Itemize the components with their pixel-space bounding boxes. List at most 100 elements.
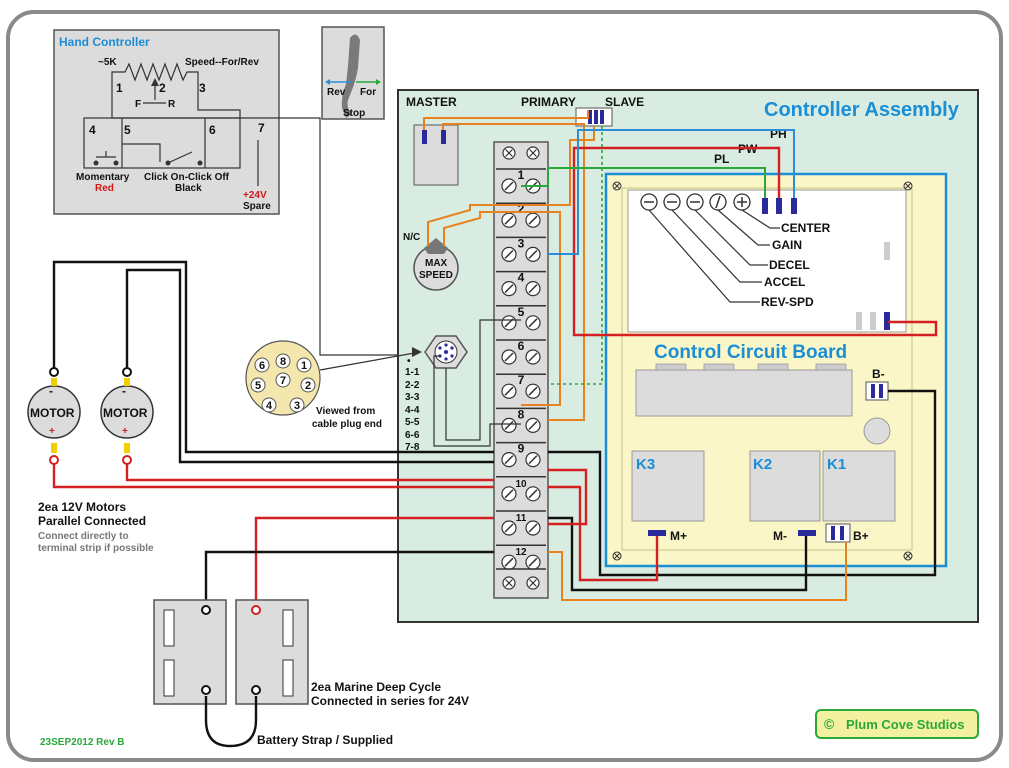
hc-pin-2: 2 (159, 81, 166, 95)
studio-name: Plum Cove Studios (846, 717, 964, 732)
terminal-number: 8 (518, 407, 525, 421)
speed-label: SPEED (419, 270, 453, 281)
view-label-2: cable plug end (312, 419, 382, 430)
relay-k2: K2 (749, 450, 821, 522)
pin-map-bullet: • (407, 356, 411, 367)
max-speed-pot[interactable]: MAX SPEED (413, 238, 459, 291)
copyright-badge (815, 709, 979, 739)
plug-pin: 1 (296, 357, 312, 373)
motor-1-minus: - (49, 384, 53, 398)
click-switch-label: Click On-Click Off (144, 172, 230, 183)
max-label: MAX (425, 258, 448, 269)
svg-text:K1: K1 (827, 456, 846, 473)
plus24-label: +24V (243, 190, 267, 201)
svg-text:3: 3 (294, 400, 300, 412)
pin-map-5: 5-5 (405, 417, 420, 428)
terminal-screw-icon (502, 146, 516, 160)
terminal-row: 7 (496, 373, 546, 399)
copyright-icon: © (824, 716, 835, 732)
hc-pin-6: 6 (209, 123, 216, 137)
terminal-number: 1 (518, 168, 525, 182)
r-label: R (168, 99, 176, 110)
terminal-row: 11 (496, 510, 546, 536)
motor-2-plus: + (122, 426, 128, 437)
hand-controller-cable (240, 117, 398, 356)
motors-note-3: Connect directly to (38, 531, 129, 542)
terminal-row: 8 (496, 407, 546, 433)
circuit-board-title: Control Circuit Board (654, 342, 847, 363)
svg-text:8: 8 (280, 356, 286, 368)
terminal-number: 12 (515, 547, 527, 558)
terminal-number: 3 (518, 236, 525, 250)
m-minus-label: M- (773, 529, 787, 543)
terminal-screw-icon (526, 576, 540, 590)
potentiometer-icon (111, 62, 199, 96)
throttle-lever: Rev For Stop (321, 26, 385, 120)
resistor-label: ~5K (98, 57, 117, 68)
b-plus-terminal (825, 523, 851, 543)
pot-rev-spd-label: REV-SPD (761, 295, 814, 309)
plug-pin: 2 (300, 377, 316, 393)
terminal-number: 10 (515, 479, 527, 490)
terminal-row: 6 (496, 339, 546, 365)
battery-1 (153, 599, 227, 705)
pin-map-7: 7-8 (405, 442, 420, 453)
pot-accel-label: ACCEL (764, 275, 805, 289)
momentary-color: Red (95, 183, 114, 194)
svg-text:5: 5 (255, 380, 261, 392)
terminal-row: 12 (496, 544, 546, 570)
plug-pin: 4 (261, 397, 277, 413)
pot-leaders (648, 209, 780, 303)
hc-pin-5: 5 (124, 123, 131, 137)
pin-map-4: 4-4 (405, 405, 420, 416)
m-plus-label: M+ (670, 529, 687, 543)
svg-text:K2: K2 (753, 456, 772, 473)
motor-1: MOTOR - + (27, 384, 81, 439)
terminal-row: 4 (496, 271, 546, 297)
momentary-switch-icon (93, 160, 99, 166)
pl-label: PL (714, 152, 729, 166)
b-plus-label: B+ (853, 529, 869, 543)
b-minus-terminal (865, 381, 889, 401)
relay-k3: K3 (631, 450, 705, 522)
svg-text:MOTOR: MOTOR (103, 406, 148, 420)
terminal-number: 11 (516, 513, 527, 524)
terminal-number: 4 (518, 271, 525, 285)
view-label-1: Viewed from (316, 406, 375, 417)
svg-text:1: 1 (301, 360, 307, 372)
terminal-screw-icon (502, 576, 516, 590)
pin-map-3: 3-3 (405, 392, 420, 403)
motors-note-2: Parallel Connected (38, 514, 146, 528)
hand-controller: Hand Controller ~5K Speed--For/Rev 1 2 3… (53, 29, 280, 215)
motor-2-minus: - (122, 384, 126, 398)
terminal-number: 9 (518, 442, 525, 456)
terminal-row: 10 (496, 476, 546, 502)
battery-2 (235, 599, 309, 705)
master-label: MASTER (406, 95, 457, 109)
panel-connector (424, 335, 468, 369)
svg-text:MOTOR: MOTOR (30, 406, 75, 420)
master-module (413, 124, 459, 186)
f-label: F (135, 99, 141, 110)
b-minus-label: B- (872, 367, 885, 381)
pin-map-1: 1-1 (405, 367, 420, 378)
cable-plug: 1 23 45 67 8 (245, 340, 321, 416)
plug-pin: 5 (250, 377, 266, 393)
battery-note-1: 2ea Marine Deep Cycle (311, 680, 441, 694)
adjustment-pots[interactable] (640, 193, 751, 211)
hand-controller-title: Hand Controller (59, 35, 150, 49)
terminal-screw-icon (526, 146, 540, 160)
throttle-handle-icon (341, 34, 360, 118)
plug-pin: 6 (254, 357, 270, 373)
motor-terminals (49, 367, 132, 465)
plug-pin: 3 (289, 397, 305, 413)
momentary-label: Momentary (76, 172, 130, 183)
svg-text:7: 7 (280, 375, 286, 387)
relay-k1: K1 (822, 450, 896, 522)
revision-date: 23SEP2012 Rev B (40, 737, 125, 748)
terminal-number: 7 (518, 373, 525, 387)
pot-decel-label: DECEL (769, 258, 810, 272)
hc-pin-3: 3 (199, 81, 206, 95)
